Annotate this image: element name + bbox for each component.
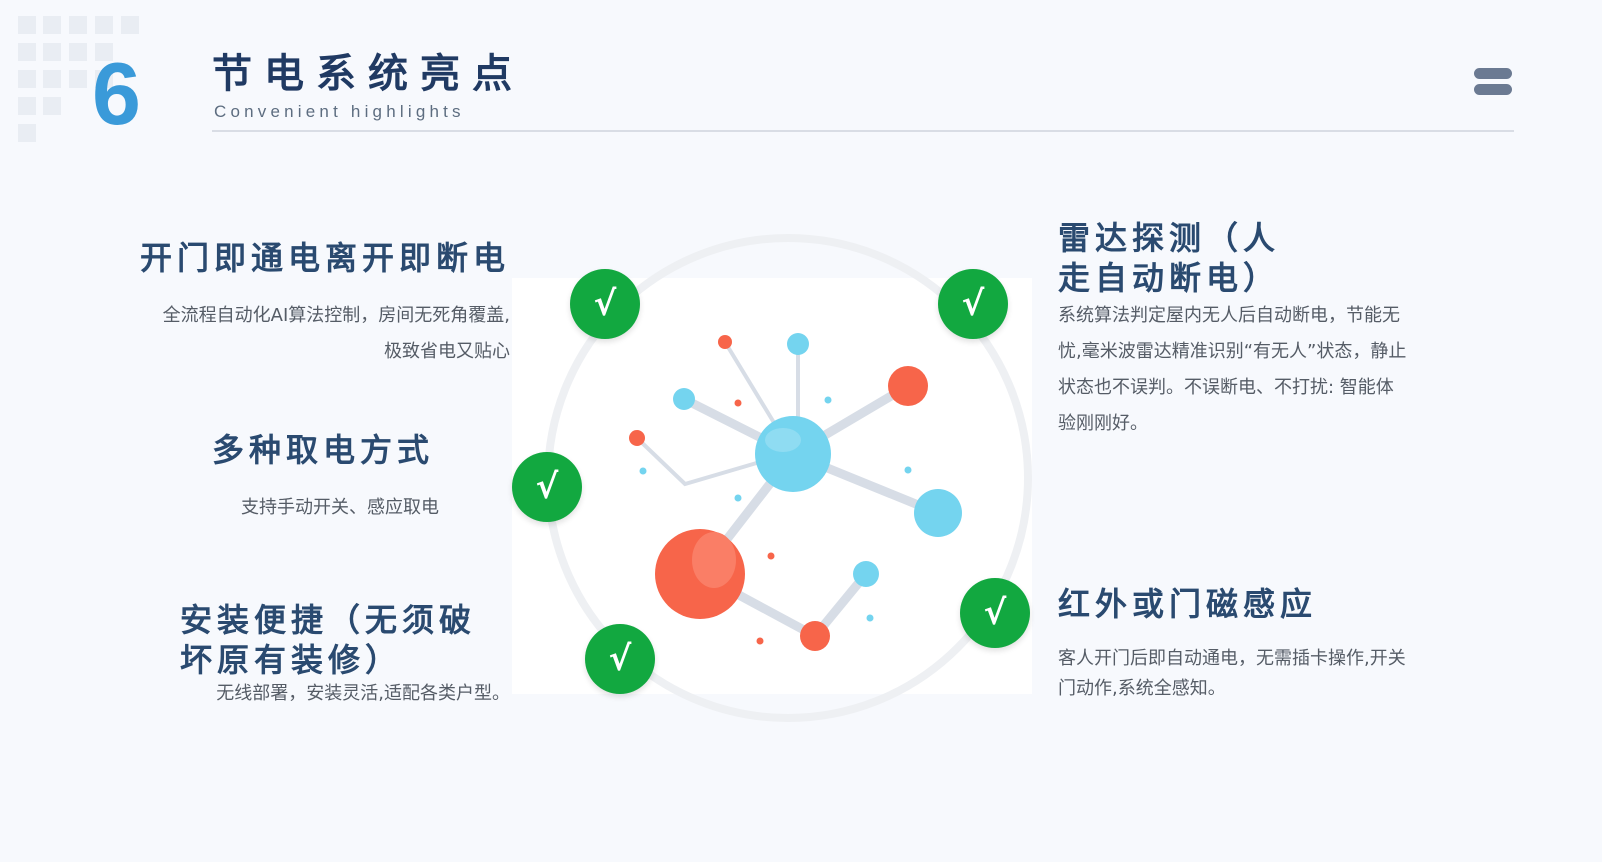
feature-desc-easy-install: 无线部署，安装灵活,适配各类户型。	[216, 683, 510, 704]
check-icon: √	[585, 624, 655, 694]
page-title: 节电系统亮点	[212, 51, 524, 97]
decorative-square-grid	[18, 16, 158, 156]
feature-desc-power-methods: 支持手动开关、感应取电	[241, 497, 439, 518]
feature-desc-infrared: 客人开门后即自动通电，无需插卡操作,开关门动作,系统全感知。	[1058, 648, 1406, 699]
check-icon: √	[512, 452, 582, 522]
menu-icon-bar	[1474, 68, 1512, 79]
check-icon: √	[570, 269, 640, 339]
feature-title-infrared: 红外或门磁感应	[1058, 585, 1318, 623]
feature-title-door-power: 开门即通电离开即断电	[139, 239, 510, 277]
section-number: 6	[92, 44, 141, 143]
feature-desc-radar: 系统算法判定屋内无人后自动断电，节能无忧,毫米波雷达精准识别“有无人”状态，静止…	[1058, 305, 1407, 434]
menu-icon[interactable]	[1474, 68, 1512, 96]
page-subtitle: Convenient highlights	[214, 102, 465, 121]
feature-title-power-methods: 多种取电方式	[211, 431, 434, 469]
feature-desc-door-power: 全流程自动化AI算法控制，房间无死角覆盖,极致省电又贴心	[162, 305, 510, 362]
check-icon: √	[938, 269, 1008, 339]
check-icon: √	[960, 578, 1030, 648]
feature-title-easy-install: 安装便捷（无须破坏原有装修）	[180, 601, 477, 679]
feature-title-radar: 雷达探测（人走自动断电）	[1058, 219, 1281, 297]
illustration-card	[512, 278, 1032, 694]
menu-icon-bar	[1474, 84, 1512, 95]
header-divider	[212, 130, 1514, 132]
